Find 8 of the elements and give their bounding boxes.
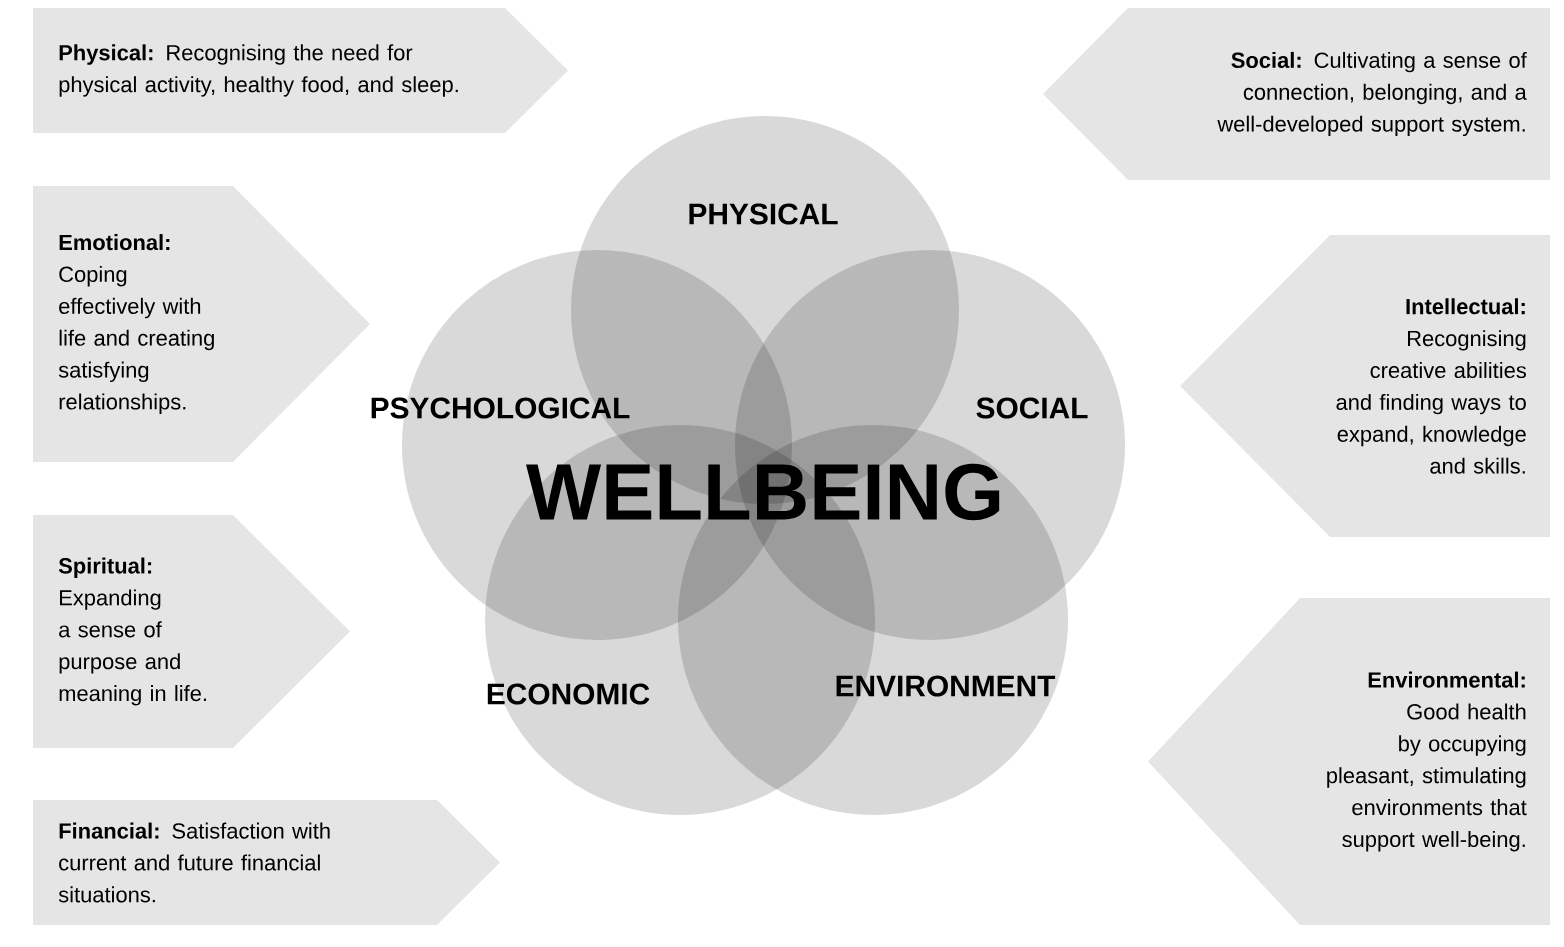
arrow-box: Spiritual: Expanding a sense of purpose and meaning in life. [33,515,350,748]
arrow-box: Emotional: Coping effectively with life and creating satisfying relationships. [33,186,370,462]
arrow-box: Financial: Satisfaction with current and future financial situations. [33,800,500,925]
arrow-box: Environmental: Good health by occupying pleasant, stimulating environments that support well-being. [1148,598,1550,925]
arrow-box: Social: Cultivating a sense of connection, belonging, and a well-developed support system. [1043,8,1550,180]
arrow-box: Physical: Recognising the need for physical activity, healthy food, and sleep. [33,8,568,133]
center-title: WELLBEING [526,463,1000,521]
arrow-box: Intellectual: Recognising creative abilities and finding ways to expand, knowledge and skills. [1180,235,1550,537]
